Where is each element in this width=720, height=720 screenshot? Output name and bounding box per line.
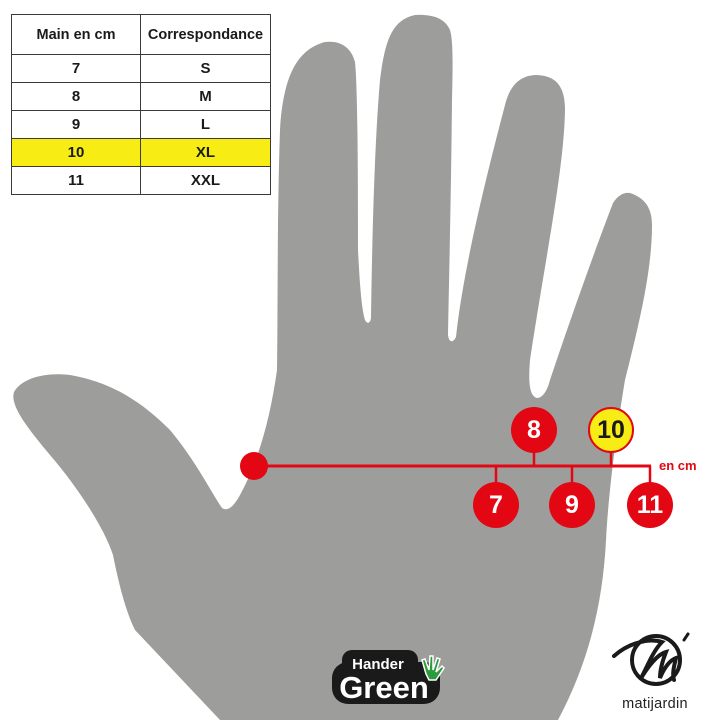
cell-size: L [140, 110, 271, 139]
cell-size: M [140, 82, 271, 111]
cell-size: XL [140, 138, 271, 167]
size-chart-table: Main en cm Correspondance 7 S 8 M 9 L 10… [11, 14, 271, 195]
table-row: 8 M [11, 82, 271, 111]
cell-cm: 10 [11, 138, 141, 167]
hand-shape [13, 14, 652, 720]
svg-text:Green: Green [339, 670, 429, 705]
table-row-highlighted: 10 XL [11, 138, 271, 167]
marker-11: 11 [627, 482, 673, 528]
table-row: 7 S [11, 54, 271, 83]
marker-8: 8 [511, 407, 557, 453]
cell-cm: 8 [11, 82, 141, 111]
marker-7: 7 [473, 482, 519, 528]
svg-text:Hander: Hander [352, 656, 404, 673]
table-row: 11 XXL [11, 166, 271, 195]
cell-size: XXL [140, 166, 271, 195]
marker-10-selected: 10 [588, 407, 634, 453]
measure-start-dot [240, 452, 268, 480]
cell-size: S [140, 54, 271, 83]
cell-cm: 9 [11, 110, 141, 139]
marker-9: 9 [549, 482, 595, 528]
cell-cm: 11 [11, 166, 141, 195]
table-header-row: Main en cm Correspondance [11, 14, 271, 55]
table-row: 9 L [11, 110, 271, 139]
cell-cm: 7 [11, 54, 141, 83]
hander-green-logo: Hander Green [330, 648, 454, 706]
matijardin-wordmark: matijardin [622, 696, 688, 712]
unit-label: en cm [659, 458, 697, 473]
hander-green-hand-icon: Hander Green [332, 650, 445, 705]
header-size: Correspondance [140, 14, 271, 55]
matijardin-monogram-icon [612, 632, 690, 686]
matijardin-logo: matijardin [600, 630, 710, 714]
header-hand-cm: Main en cm [11, 14, 141, 55]
